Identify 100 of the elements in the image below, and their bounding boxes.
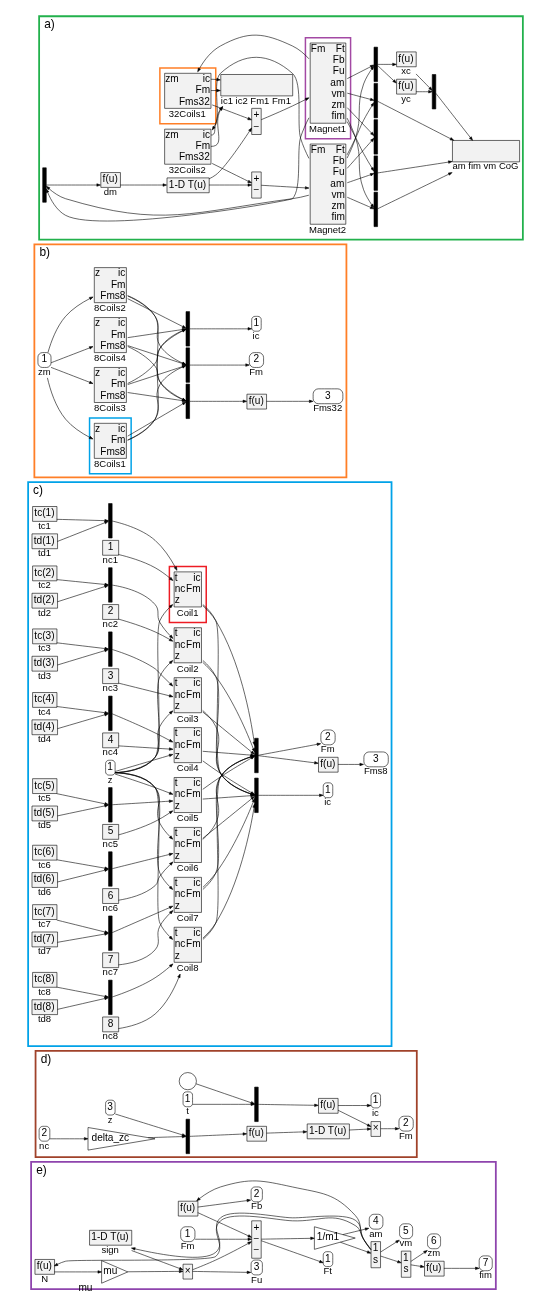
node-bar: [373, 155, 378, 191]
arrow: [56, 932, 109, 943]
arrow: [117, 861, 173, 901]
node-label: 32Coils2: [168, 164, 206, 176]
arrow: [348, 1127, 371, 1131]
arrow: [191, 1241, 252, 1270]
node-bar: [373, 83, 378, 119]
arrow: [211, 104, 252, 121]
node-label: N: [40, 1272, 48, 1284]
node-label: Fm: [180, 1240, 194, 1252]
arrow: [201, 796, 255, 839]
arrow: [56, 649, 109, 666]
arrow: [45, 117, 309, 222]
arrow: [260, 1236, 315, 1240]
arrow: [410, 1264, 424, 1268]
arrow: [46, 377, 93, 440]
arrow: [257, 793, 323, 797]
node-label: tc5: [37, 792, 51, 804]
node-label: td5: [37, 819, 51, 831]
arrow: [260, 97, 309, 120]
node-label: Coil8: [176, 962, 198, 974]
arrow: [346, 102, 374, 156]
arrow: [126, 298, 186, 329]
arrow: [114, 660, 173, 773]
node-bar: [107, 567, 112, 603]
arrow: [379, 1239, 400, 1253]
arrow: [208, 127, 252, 180]
arrow: [117, 682, 173, 698]
arrow: [189, 327, 252, 331]
arrow: [56, 804, 109, 817]
node-bar: [107, 851, 112, 887]
arrow: [376, 62, 397, 66]
arrow: [114, 773, 173, 795]
arrow: [260, 184, 309, 190]
node-label: Coil6: [176, 862, 198, 874]
node-label: ic1 ic2 Fm1 Fm1: [220, 94, 291, 106]
node-label: nc4: [102, 746, 118, 758]
node-label: 8Coils3: [93, 402, 126, 414]
arrow: [189, 1132, 247, 1137]
arrow: [339, 1241, 371, 1254]
node-bar: [107, 787, 112, 823]
arrow: [45, 183, 101, 187]
arrow: [111, 963, 173, 998]
arrow: [130, 1250, 183, 1270]
arrow: [50, 346, 93, 364]
arrow: [202, 803, 256, 939]
node-label: fim: [478, 1269, 492, 1281]
arrow: [197, 1212, 252, 1238]
node-label: Fm: [320, 743, 335, 755]
arrow: [56, 642, 109, 651]
node-label: dm: [103, 186, 117, 198]
arrow: [53, 1215, 371, 1267]
node-label: ic: [371, 1106, 379, 1118]
arrow: [53, 1270, 102, 1274]
arrow: [265, 399, 313, 403]
arrow: [117, 745, 173, 751]
arrow: [126, 328, 186, 338]
arrow: [211, 163, 252, 184]
node-label: tc8: [37, 985, 51, 997]
arrow: [346, 197, 374, 210]
node-label: tc1: [37, 519, 51, 531]
node-label: Fb: [250, 1200, 262, 1212]
arrow: [202, 798, 255, 888]
arrow: [56, 579, 109, 586]
node-label: ic: [323, 796, 331, 808]
node-label: z: [107, 1113, 112, 1125]
node-label: td8: [37, 1013, 51, 1025]
node-label: vm: [399, 1237, 412, 1249]
node-bar: [107, 915, 112, 951]
node-label: td6: [37, 886, 51, 898]
arrow: [346, 138, 374, 169]
arrow: [191, 1270, 251, 1274]
node-bar: [185, 347, 190, 383]
arrow: [257, 755, 318, 765]
node-label: xc: [400, 65, 411, 77]
node-bar: [373, 119, 378, 155]
arrow: [117, 554, 173, 581]
node-clock: [178, 1072, 197, 1091]
node-label: tc4: [37, 705, 51, 717]
arrow: [189, 399, 247, 403]
node-label: td2: [37, 606, 51, 618]
node-bar: [107, 979, 112, 1015]
arrow: [56, 519, 109, 523]
node-label: tc3: [37, 642, 51, 654]
node-label: Coil3: [176, 712, 198, 724]
node-label: td7: [37, 945, 51, 957]
arrow: [260, 1240, 323, 1263]
arrow: [50, 367, 93, 384]
node-label: 32Coils1: [168, 108, 206, 120]
node-label: zm: [37, 366, 51, 378]
arrow: [126, 365, 186, 385]
arrow: [119, 183, 167, 187]
node-bar: [373, 191, 378, 227]
arrow: [410, 1250, 428, 1262]
arrow: [56, 859, 109, 870]
arrow: [415, 90, 432, 94]
node-bar: [185, 383, 190, 419]
arrow: [346, 173, 374, 184]
arrow: [45, 186, 309, 216]
node-label: Coil5: [176, 812, 198, 824]
